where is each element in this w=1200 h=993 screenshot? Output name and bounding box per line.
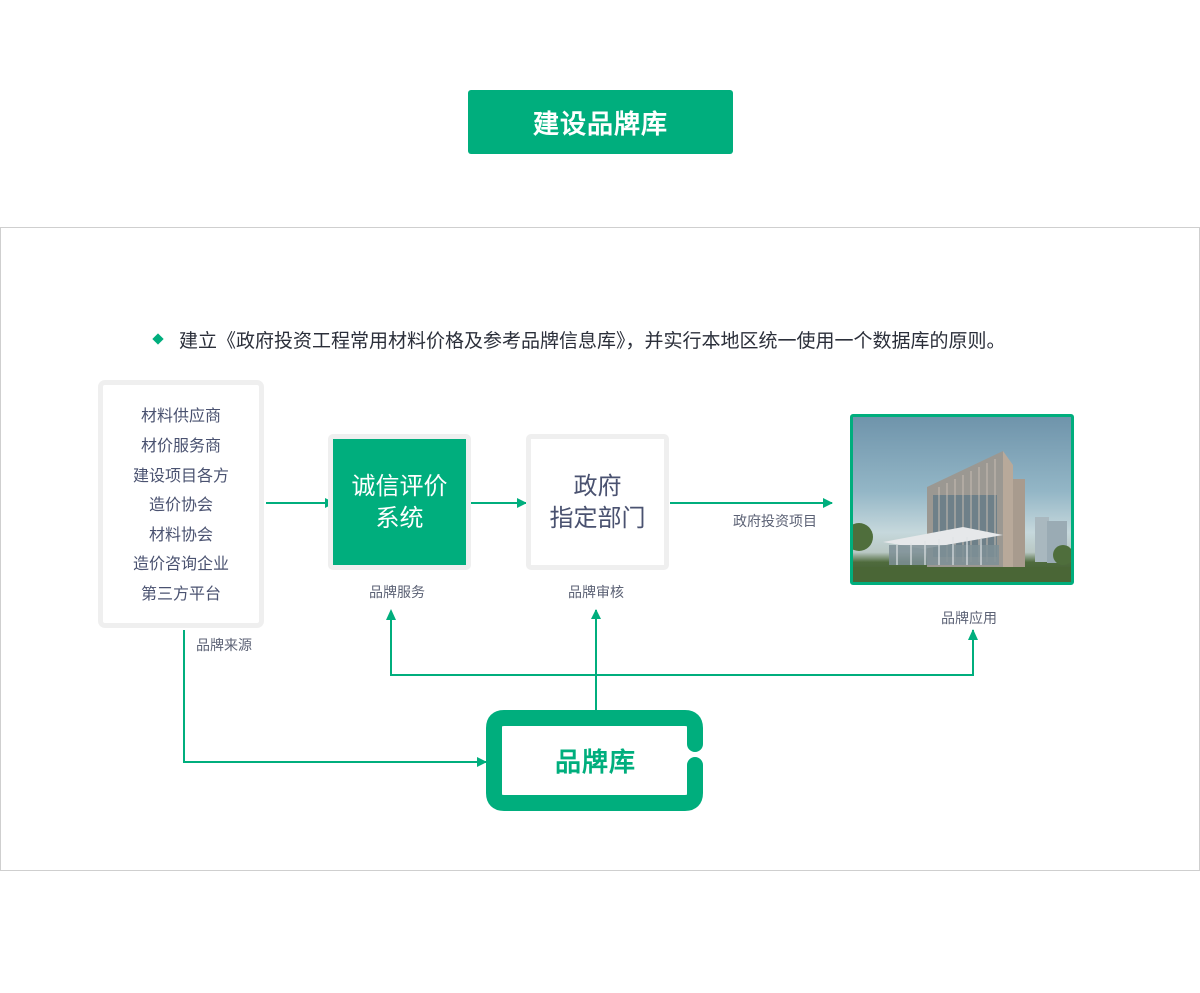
- brand-library-frame: [486, 710, 703, 811]
- brand-library-node: 品牌库: [486, 710, 705, 811]
- source-item: 建设项目各方: [132, 465, 229, 485]
- gov-node-line2: 指定部门: [549, 504, 646, 532]
- brand-application-caption: 品牌应用: [941, 611, 997, 627]
- government-department-node: 政府 指定部门: [526, 434, 669, 570]
- gov-node-line1: 政府: [573, 472, 622, 500]
- source-item: 造价咨询企业: [132, 554, 229, 574]
- brand-review-caption: 品牌审核: [568, 585, 624, 601]
- credit-node-line1: 诚信评价: [351, 472, 448, 500]
- gov-investment-edge-label: 政府投资项目: [733, 514, 817, 530]
- headline-text: 建立《政府投资工程常用材料价格及参考品牌信息库》，并实行本地区统一使用一个数据库…: [179, 329, 1006, 352]
- brand-source-list: 材料供应商 材价服务商 建设项目各方 造价协会 材料协会 造价咨询企业 第三方平…: [98, 380, 264, 628]
- page-title-badge: 建设品牌库: [468, 90, 733, 154]
- source-item: 材料供应商: [140, 406, 221, 426]
- building-image-icon: [853, 451, 1071, 582]
- brand-service-caption: 品牌服务: [369, 585, 425, 601]
- source-item: 第三方平台: [140, 583, 221, 603]
- diamond-bullet-icon: [152, 333, 164, 345]
- source-item: 材价服务商: [140, 436, 221, 456]
- brand-library-label: 品牌库: [554, 748, 636, 778]
- building-photo: [850, 414, 1074, 585]
- source-item: 造价协会: [148, 495, 213, 515]
- brand-source-caption: 品牌来源: [196, 638, 252, 654]
- credit-node-line2: 系统: [375, 504, 424, 532]
- page-title: 建设品牌库: [532, 109, 668, 140]
- source-item: 材料协会: [148, 524, 213, 544]
- headline: 建立《政府投资工程常用材料价格及参考品牌信息库》，并实行本地区统一使用一个数据库…: [152, 325, 1006, 353]
- credit-evaluation-node: 诚信评价 系统: [328, 434, 471, 570]
